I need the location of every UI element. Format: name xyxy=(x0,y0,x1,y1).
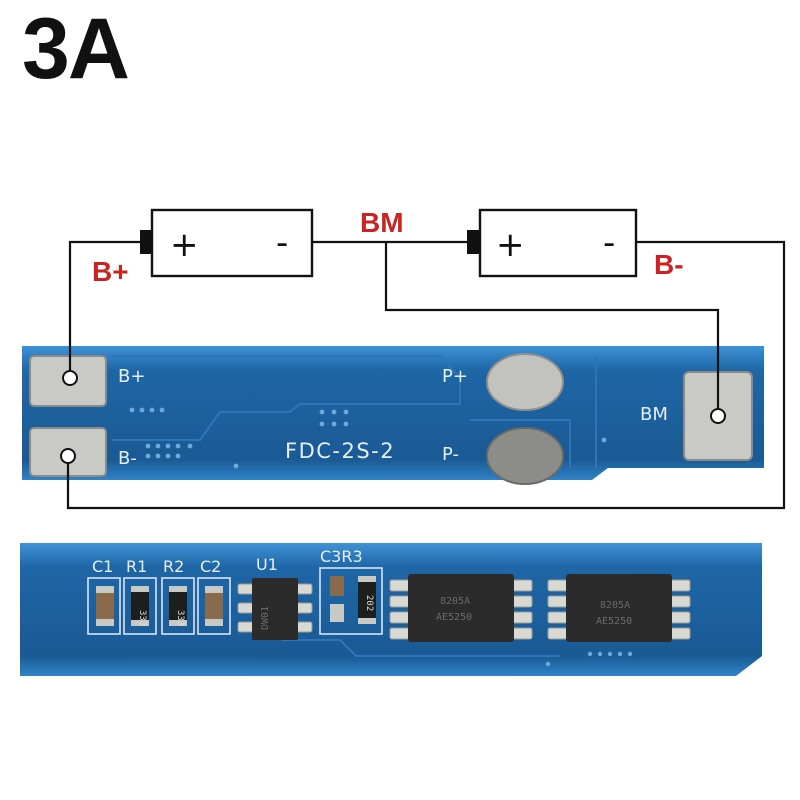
r3-code: 202 xyxy=(364,595,374,611)
battery-2-body xyxy=(478,208,638,278)
capacitor-c2 xyxy=(205,586,223,626)
resistor-r3 xyxy=(358,576,376,624)
silk-c1: C1 xyxy=(92,557,113,576)
silk-outlines xyxy=(87,567,383,635)
ic-u1: DW01 xyxy=(237,578,313,640)
resistor-r2 xyxy=(169,586,187,626)
silk-c3r3: C3R3 xyxy=(320,547,363,566)
capacitor-c3 xyxy=(330,576,344,596)
wire-bm xyxy=(384,242,720,416)
silk-p-plus: P+ xyxy=(442,366,468,387)
mosfet-1-line1: 8205A xyxy=(440,596,470,607)
pcb-bottom-vias xyxy=(545,651,633,667)
r1-code: 333 xyxy=(137,610,147,626)
capacitor-c3-pad xyxy=(330,604,344,622)
battery-1-body xyxy=(150,208,314,278)
pcb-top-vias xyxy=(129,407,607,469)
label-bm: BM xyxy=(360,207,404,238)
silk-bm: BM xyxy=(640,404,668,425)
battery-2-terminal xyxy=(467,230,480,254)
mosfet-1: 8205A AE5250 xyxy=(389,574,533,642)
wire-b-plus xyxy=(68,240,140,378)
battery-2-minus-sign: - xyxy=(603,223,615,263)
silk-r1: R1 xyxy=(126,557,147,576)
silk-p-minus: P- xyxy=(442,444,459,465)
node-b-minus xyxy=(60,448,76,464)
battery-2: + - xyxy=(467,208,638,278)
label-b-plus: B+ xyxy=(92,256,129,287)
u1-code: DW01 xyxy=(260,606,271,630)
pad-p-minus xyxy=(486,427,564,485)
silk-b-plus: B+ xyxy=(118,366,145,387)
node-bm xyxy=(710,408,726,424)
silk-u1: U1 xyxy=(256,555,278,574)
mosfet-2-line1: 8205A xyxy=(600,600,630,611)
board-model-label: FDC-2S-2 xyxy=(285,439,395,463)
pcb-top-trace-a xyxy=(112,355,461,441)
pcb-bottom: C1 R1 R2 C2 U1 C3R3 333 333 DW01 xyxy=(20,543,762,676)
pcb-top-board xyxy=(22,346,764,480)
battery-1-terminal xyxy=(140,230,153,254)
battery-1-plus-sign: + xyxy=(170,225,199,265)
battery-2-plus-sign: + xyxy=(496,225,525,265)
mosfet-2: 8205A AE5250 xyxy=(547,574,691,642)
node-b-plus xyxy=(62,370,78,386)
wires xyxy=(60,240,786,510)
pcb-top: B+ B- P+ P- BM FDC-2S-2 xyxy=(22,346,764,485)
silk-c2: C2 xyxy=(200,557,221,576)
mosfet-2-line2: AE5250 xyxy=(596,616,632,627)
label-b-minus: B- xyxy=(654,249,684,280)
page-title: 3A xyxy=(22,1,130,97)
pcb-bottom-trace xyxy=(282,639,560,657)
silk-r2: R2 xyxy=(163,557,184,576)
mosfet-1-line2: AE5250 xyxy=(436,612,472,623)
r2-code: 333 xyxy=(175,610,185,626)
silk-b-minus: B- xyxy=(118,448,137,469)
wire-b-minus xyxy=(66,240,786,510)
battery-1-minus-sign: - xyxy=(276,223,288,263)
pad-p-plus xyxy=(486,353,564,411)
capacitor-c1 xyxy=(96,586,114,626)
resistor-r1 xyxy=(131,586,149,626)
pcb-top-trace-b xyxy=(470,419,571,468)
battery-1: + - xyxy=(140,208,314,278)
